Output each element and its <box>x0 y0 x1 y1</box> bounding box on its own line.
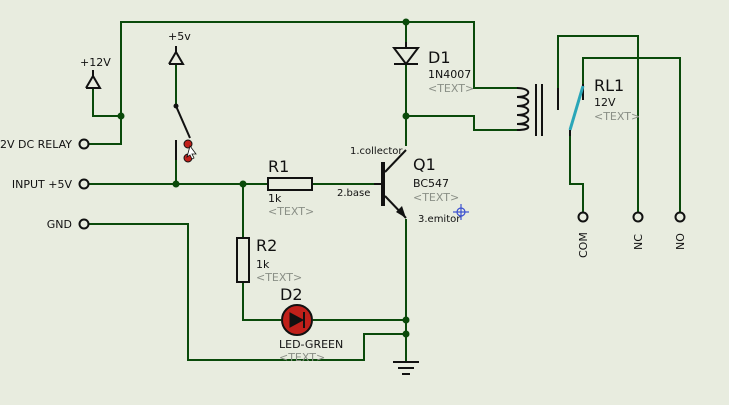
q1-value: BC547 <box>413 177 449 190</box>
terminal-gnd-label: GND <box>47 218 72 231</box>
q1-pin-emitter: 3.emitor <box>418 214 461 225</box>
terminal-com-label: COM <box>577 232 590 258</box>
crosshair-icon <box>453 204 469 220</box>
d1-name: D1 <box>428 48 451 67</box>
cursor-pointer-icon <box>186 145 197 160</box>
wire-top-rail <box>120 21 518 117</box>
wire-r2-bottom <box>242 281 281 321</box>
diode-d1[interactable]: D1 1N4007 <TEXT> <box>392 42 474 95</box>
terminal-input[interactable]: INPUT +5V <box>12 178 90 191</box>
wires <box>85 21 681 363</box>
switch[interactable] <box>173 103 197 163</box>
relay-switch-arm <box>568 85 585 131</box>
r2-value: 1k <box>256 258 270 271</box>
wire-gnd <box>85 223 407 361</box>
relay-coil <box>516 87 530 131</box>
wire-com <box>569 133 584 213</box>
power-5v[interactable]: +5v <box>168 30 191 65</box>
d1-value: 1N4007 <box>428 68 471 81</box>
resistor-r1[interactable]: R1 1k <TEXT> <box>267 157 314 218</box>
rl1-name: RL1 <box>594 76 624 95</box>
wire-no <box>582 57 681 213</box>
wire-nc <box>557 35 639 213</box>
q1-pin-base: 2.base <box>337 188 370 199</box>
rl1-text: <TEXT> <box>594 110 640 123</box>
terminal-nc[interactable]: NC <box>632 211 645 251</box>
r2-text: <TEXT> <box>256 271 302 284</box>
led-d2[interactable]: D2 LED-GREEN <TEXT> <box>279 285 343 364</box>
r1-text: <TEXT> <box>268 205 314 218</box>
r2-name: R2 <box>256 236 277 255</box>
wire-relay-terminal <box>85 115 122 145</box>
q1-text: <TEXT> <box>413 191 459 204</box>
terminal-nc-label: NC <box>632 234 645 250</box>
d2-value: LED-GREEN <box>279 338 343 351</box>
terminal-input-label: INPUT +5V <box>12 178 73 191</box>
terminal-relay-label: 2V DC RELAY <box>0 138 72 151</box>
junctions <box>117 18 410 338</box>
rl1-value: 12V <box>594 96 616 109</box>
wire-12v <box>92 87 122 117</box>
wire-coil-bottom <box>405 115 518 131</box>
power-5v-label: +5v <box>168 30 191 43</box>
d2-name: D2 <box>280 285 303 304</box>
r1-name: R1 <box>268 157 289 176</box>
transistor-q1[interactable]: Q1 BC547 <TEXT> 1.collector 2.base 3.emi… <box>337 146 461 225</box>
d1-text: <TEXT> <box>428 82 474 95</box>
q1-name: Q1 <box>413 155 436 174</box>
terminal-com[interactable]: COM <box>577 211 590 259</box>
resistor-r2[interactable]: R2 1k <TEXT> <box>236 236 302 284</box>
r1-value: 1k <box>268 192 282 205</box>
ground-symbol <box>393 361 419 375</box>
terminal-no[interactable]: NO <box>674 211 687 251</box>
q1-pin-collector: 1.collector <box>350 146 403 157</box>
terminal-no-label: NO <box>674 233 687 250</box>
power-12v-label: +12V <box>80 56 111 69</box>
terminal-relay[interactable]: 2V DC RELAY <box>0 138 90 151</box>
d2-text: <TEXT> <box>279 351 325 364</box>
relay-rl1[interactable]: RL1 12V <TEXT> <box>516 76 640 136</box>
terminal-gnd[interactable]: GND <box>47 218 90 231</box>
power-12v[interactable]: +12V <box>80 56 111 89</box>
